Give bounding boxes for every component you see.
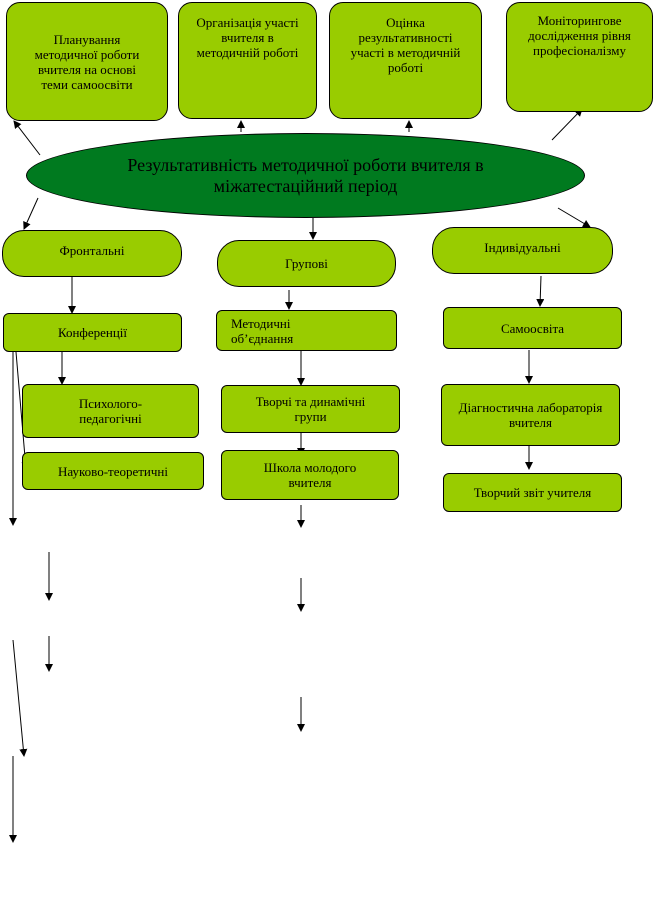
individual-item-diagnostic-lab: Діагностична лабораторія вчителя — [441, 384, 620, 446]
frontal-item-label: Психолого-педагогічні — [78, 396, 143, 426]
category-individual: Індивідуальні — [432, 227, 613, 274]
central-title: Результативність методичної роботи вчите… — [127, 154, 484, 196]
frontal-item-label: Конференції — [57, 325, 128, 340]
group-item-label: Методичні об’єднання — [231, 315, 294, 346]
box-planning: Планування методичної роботи вчителя на … — [6, 2, 168, 121]
box-planning-label: Планування методичної роботи вчителя на … — [34, 31, 140, 92]
group-item-label: Школа молодого вчителя — [263, 460, 357, 490]
box-evaluation-label: Оцінка результативності участі в методич… — [350, 15, 461, 75]
frontal-item-label: Науково-теоретичні — [58, 463, 168, 479]
central-ellipse: Результативність методичної роботи вчите… — [26, 133, 585, 218]
frontal-item-conferences: Конференції — [3, 313, 182, 352]
individual-item-creative-report: Творчий звіт учителя — [443, 473, 622, 512]
category-individual-label: Індивідуальні — [484, 240, 561, 255]
box-monitoring: Моніторингове дослідження рівня професіо… — [506, 2, 653, 112]
box-organization-label: Організація участі вчителя в методичній … — [196, 15, 299, 60]
category-frontal-label: Фронтальні — [59, 243, 125, 258]
box-organization: Організація участі вчителя в методичній … — [178, 2, 317, 119]
individual-item-self-education: Самоосвіта — [443, 307, 622, 349]
individual-item-label: Самоосвіта — [500, 320, 565, 336]
group-item-method-unions: Методичні об’єднання — [216, 310, 397, 351]
group-item-young-teacher: Школа молодого вчителя — [221, 450, 399, 500]
box-evaluation: Оцінка результативності участі в методич… — [329, 2, 482, 119]
group-item-creative-groups: Творчі та динамічні групи — [221, 385, 400, 433]
category-frontal: Фронтальні — [2, 230, 182, 277]
individual-item-label: Творчий звіт учителя — [473, 485, 592, 500]
category-group: Групові — [217, 240, 396, 287]
frontal-item-scientific: Науково-теоретичні — [22, 452, 204, 490]
individual-item-label: Діагностична лабораторія вчителя — [458, 400, 603, 430]
group-item-label: Творчі та динамічні групи — [255, 394, 366, 424]
category-group-label: Групові — [285, 256, 328, 271]
box-monitoring-label: Моніторингове дослідження рівня професіо… — [528, 13, 631, 58]
frontal-item-psych: Психолого-педагогічні — [22, 384, 199, 438]
